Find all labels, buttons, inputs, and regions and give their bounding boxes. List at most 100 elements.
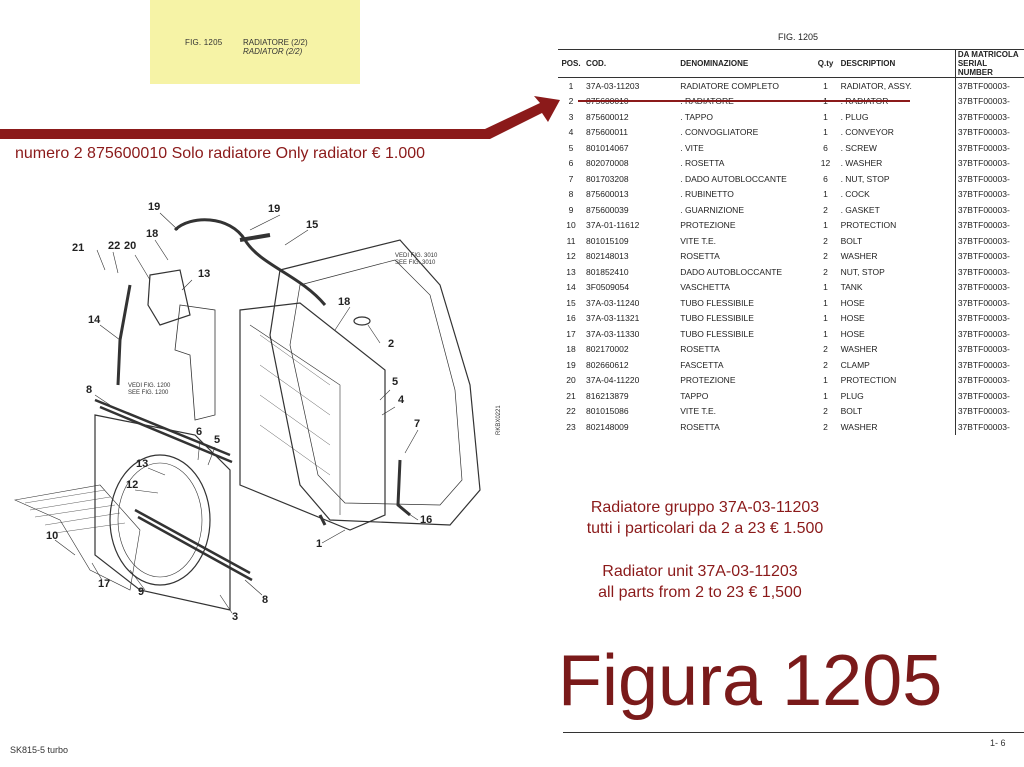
cell-den: PROTEZIONE bbox=[680, 375, 736, 386]
cell-cod: 37A-03-11330 bbox=[586, 328, 640, 339]
callout-8: 8 bbox=[86, 384, 92, 396]
drawing-code: RKBX0221 bbox=[496, 405, 502, 435]
cell-cod: 875600011 bbox=[586, 127, 628, 138]
cell-ser: 37BTF00003- bbox=[954, 140, 1024, 156]
cell-den: . RUBINETTO bbox=[680, 189, 734, 200]
cell-pos: 3 bbox=[568, 111, 574, 122]
cell-pos: 17 bbox=[566, 328, 576, 339]
cell-desc: PROTECTION bbox=[840, 220, 897, 231]
callout-17: 17 bbox=[98, 578, 110, 590]
note-italian: Radiatore gruppo 37A-03-11203 tutti i pa… bbox=[570, 497, 840, 539]
arrow-shape bbox=[0, 96, 560, 139]
callout-3: 3 bbox=[232, 611, 238, 623]
cell-ser: 37BTF00003- bbox=[954, 326, 1024, 342]
cell-pos: 23 bbox=[566, 421, 576, 432]
cell-ser: 37BTF00003- bbox=[954, 93, 1024, 109]
callout-5: 5 bbox=[392, 376, 398, 388]
header-denominazione: DENOMINAZIONE bbox=[678, 49, 813, 78]
cell-den: TUBO FLESSIBILE bbox=[680, 328, 754, 339]
callout-19: 19 bbox=[268, 203, 280, 215]
cell-desc: BOLT bbox=[840, 235, 863, 246]
cell-desc: TANK bbox=[840, 282, 863, 293]
cell-den: RADIATORE COMPLETO bbox=[680, 80, 779, 91]
cell-desc: . SCREW bbox=[840, 142, 877, 153]
cell-desc: BOLT bbox=[840, 406, 863, 417]
cell-desc: . NUT, STOP bbox=[840, 173, 890, 184]
cell-cod: 802070008 bbox=[586, 158, 629, 169]
cell-desc: RADIATOR, ASSY. bbox=[840, 80, 912, 91]
cell-desc: NUT, STOP bbox=[840, 266, 885, 277]
cell-den: FASCETTA bbox=[680, 359, 724, 370]
header-cod: COD. bbox=[584, 49, 679, 78]
footer-divider bbox=[563, 732, 1024, 733]
cell-ser: 37BTF00003- bbox=[954, 295, 1024, 311]
cell-pos: 6 bbox=[568, 158, 574, 169]
cell-desc: HOSE bbox=[840, 313, 865, 324]
cell-cod: 801014067 bbox=[586, 142, 629, 153]
cell-qty: 1 bbox=[823, 80, 828, 91]
parts-table-body: 1 37A-03-11203 RADIATORE COMPLETO 1 RADIATOR… bbox=[558, 77, 1024, 435]
protection-panel bbox=[269, 239, 481, 526]
guard-mesh bbox=[13, 484, 141, 591]
cell-pos: 14 bbox=[566, 282, 576, 293]
callout-2: 2 bbox=[388, 338, 394, 350]
note-en-line-2: all parts from 2 to 23 € 1,500 bbox=[598, 584, 802, 601]
cell-qty: 1 bbox=[823, 390, 828, 401]
cell-ser: 37BTF00003- bbox=[954, 341, 1024, 357]
cell-den: . ROSETTA bbox=[680, 158, 725, 169]
cell-desc: HOSE bbox=[840, 328, 865, 339]
cell-ser: 37BTF00003- bbox=[954, 124, 1024, 140]
cell-qty: 1 bbox=[823, 220, 828, 231]
cell-pos: 10 bbox=[566, 220, 576, 231]
cell-cod: 875600013 bbox=[586, 189, 629, 200]
cell-pos: 21 bbox=[566, 390, 576, 401]
cell-ser: 37BTF00003- bbox=[954, 77, 1024, 94]
callout-21: 21 bbox=[72, 242, 84, 254]
callout-7: 7 bbox=[414, 418, 420, 430]
cell-pos: 1 bbox=[568, 80, 574, 91]
callout-18: 18 bbox=[338, 296, 350, 308]
cell-qty: 6 bbox=[823, 142, 828, 153]
header-pos: POS. bbox=[558, 49, 585, 78]
cell-cod: 802148009 bbox=[586, 421, 629, 432]
cell-cod: 802148013 bbox=[586, 251, 629, 262]
cell-cod: 802170002 bbox=[586, 344, 629, 355]
cell-den: ROSETTA bbox=[680, 251, 720, 262]
callout-13: 13 bbox=[198, 268, 210, 280]
cell-ser: 37BTF00003- bbox=[954, 357, 1024, 373]
cell-cod: 37A-03-11203 bbox=[586, 80, 640, 91]
cell-desc: . COCK bbox=[840, 189, 870, 200]
cell-qty: 1 bbox=[823, 313, 828, 324]
cell-desc: . CONVEYOR bbox=[840, 127, 894, 138]
callout-19: 19 bbox=[148, 201, 160, 213]
cell-desc: WASHER bbox=[840, 251, 878, 262]
header-qty: Q.ty bbox=[812, 49, 839, 78]
tank-bracket bbox=[174, 304, 216, 421]
table-row: 5 801014067 . VITE 6 . SCREW 37BTF00003- bbox=[558, 140, 1024, 156]
cell-den: . VITE bbox=[680, 142, 704, 153]
callout-4: 4 bbox=[398, 394, 405, 406]
cell-ser: 37BTF00003- bbox=[954, 248, 1024, 264]
cell-pos: 5 bbox=[568, 142, 574, 153]
cell-pos: 13 bbox=[566, 266, 576, 277]
cell-pos: 8 bbox=[568, 189, 574, 200]
cell-cod: 816213879 bbox=[586, 390, 629, 401]
footer-model: SK815-5 turbo bbox=[10, 745, 69, 755]
cell-qty: 2 bbox=[823, 344, 828, 355]
cell-cod: 37A-01-11612 bbox=[586, 220, 640, 231]
note-en-line-1: Radiator unit 37A-03-11203 bbox=[602, 563, 798, 580]
cell-den: TAPPO bbox=[680, 390, 709, 401]
see-fig-1200-it: VEDI FIG. 1200 bbox=[128, 383, 171, 389]
fan-opening bbox=[109, 454, 211, 586]
cell-qty: 1 bbox=[823, 189, 828, 200]
cell-ser: 37BTF00003- bbox=[954, 186, 1024, 202]
cell-ser: 37BTF00003- bbox=[954, 279, 1024, 295]
callout-20: 20 bbox=[124, 240, 136, 252]
cell-cod: 875600039 bbox=[586, 204, 629, 215]
